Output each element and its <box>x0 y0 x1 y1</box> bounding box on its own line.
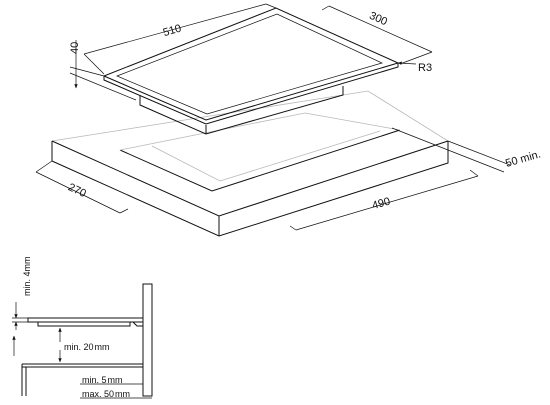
section-min-20: min. 20mm <box>58 327 110 363</box>
thickness-label: 40 <box>69 42 81 54</box>
hob-body <box>103 7 399 135</box>
min-5-value: min. 5mm <box>82 375 123 385</box>
dimension-thickness: 40 <box>69 40 137 101</box>
worktop-cutout <box>51 90 449 237</box>
dimension-depth: 300 <box>321 5 433 65</box>
min-edge-label: 50 min. <box>504 148 542 169</box>
section-max-50: max. 50mm <box>80 389 152 399</box>
width-label: 510 <box>162 22 183 39</box>
max-50-value: max. 50mm <box>82 389 130 399</box>
depth-label: 300 <box>367 10 389 28</box>
dimension-width: 510 <box>83 3 277 75</box>
section-view <box>21 283 153 397</box>
min-4-label: min. 4mm <box>22 256 32 296</box>
min-20-value: min. 20mm <box>64 342 110 352</box>
cutout-depth-label: 270 <box>66 181 88 200</box>
dimension-cutout-width: 490 <box>289 169 479 231</box>
cutout-width-label: 490 <box>371 195 392 212</box>
radius-label: R3 <box>418 62 432 74</box>
section-min-5: min. 5mm <box>80 375 143 385</box>
dimension-min-edge: 50 min. <box>391 127 542 173</box>
radius-callout: R3 <box>397 61 432 74</box>
section-min-4: min. 4mm <box>12 256 32 330</box>
